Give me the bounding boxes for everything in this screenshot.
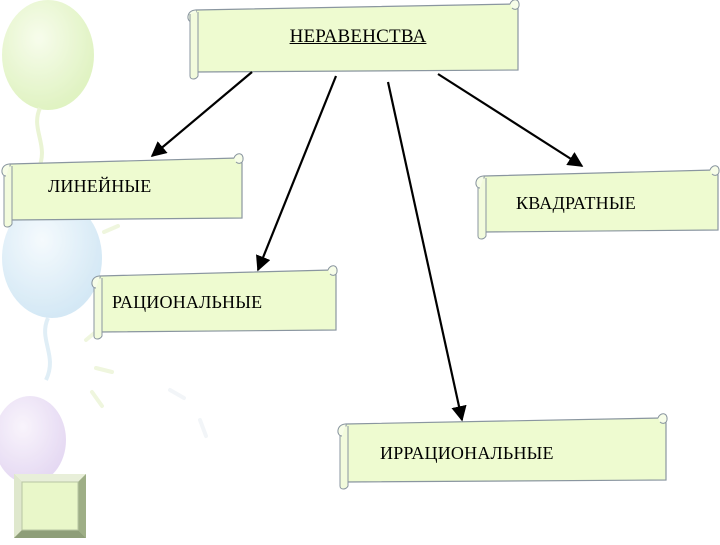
blue-balloon-icon	[2, 198, 102, 318]
irrational-scroll	[337, 413, 668, 490]
linear-node-label: ЛИНЕЙНЫЕ	[48, 176, 152, 196]
root-node-label: НЕРАВЕНСТВА	[289, 26, 427, 47]
root-scroll	[187, 0, 520, 80]
arrow-to-irrational	[386, 81, 467, 422]
arrow-to-linear	[150, 71, 253, 157]
arrow-to-quadratic	[437, 73, 584, 167]
arrows	[150, 71, 584, 422]
irrational-node-label: ИРРАЦИОНАЛЬНЫЕ	[380, 443, 554, 463]
linear-scroll	[1, 153, 244, 228]
rational-scroll	[91, 265, 338, 340]
quadratic-node-label: КВАДРАТНЫЕ	[516, 193, 636, 213]
rational-node-label: РАЦИОНАЛЬНЫЕ	[112, 292, 263, 312]
balloons-decoration	[0, 0, 208, 484]
nav-frame-button	[14, 474, 86, 538]
purple-balloon-icon	[0, 396, 66, 484]
quadratic-scroll	[475, 165, 720, 240]
green-balloon-icon	[2, 0, 94, 110]
arrow-to-rational	[256, 75, 338, 272]
